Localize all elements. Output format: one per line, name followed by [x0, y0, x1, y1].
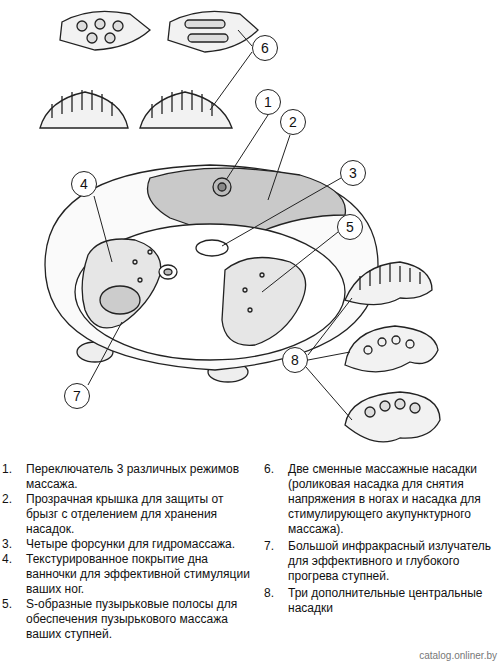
watermark: catalog.onliner.by [419, 650, 497, 661]
central-attachment [345, 392, 440, 442]
list-item: 7.Большой инфракрасный излучатель для эф… [264, 539, 498, 584]
item-number: 2. [2, 492, 26, 537]
callout-circle: 7 [64, 383, 90, 409]
callout-number: 6 [261, 41, 269, 55]
foot-spa-basin [45, 165, 378, 382]
leader-lines [88, 30, 352, 420]
central-attachment [345, 262, 432, 305]
item-text: Текстурированное покрытие дна ванночки д… [26, 552, 252, 597]
list-item: 4.Текстурированное покрытие дна ванночки… [2, 552, 252, 597]
list-item: 6.Две сменные массажные насадки (роликов… [264, 462, 498, 537]
callout-circle: 6 [252, 35, 278, 61]
callout-number: 7 [73, 389, 81, 403]
callout-circle: 5 [337, 214, 363, 240]
callout-number: 1 [264, 95, 272, 109]
item-number: 7. [264, 539, 288, 584]
callout-number: 5 [346, 220, 354, 234]
description-column: 1.Переключатель 3 различных режимов масс… [2, 462, 252, 642]
list-item: 8.Три дополнительные центральные насадки [264, 586, 498, 616]
list-item: 5.S-образные пузырьковые полосы для обес… [2, 597, 252, 642]
list-item: 3.Четыре форсунки для гидромассажа. [2, 537, 252, 552]
callout-circle: 3 [340, 160, 366, 186]
item-number: 8. [264, 586, 288, 616]
callout-circle: 4 [71, 171, 97, 197]
list-item: 1.Переключатель 3 различных режимов масс… [2, 462, 252, 492]
roller-attachment [168, 11, 258, 52]
callout-number: 4 [80, 177, 88, 191]
item-number: 3. [2, 537, 26, 552]
callout-number: 2 [289, 115, 297, 129]
acupuncture-attachment [40, 90, 128, 128]
item-number: 6. [264, 462, 288, 537]
item-text: Переключатель 3 различных режимов массаж… [26, 462, 252, 492]
item-text: S-образные пузырьковые полосы для обеспе… [26, 597, 252, 642]
roller-attachment [60, 11, 150, 50]
acupuncture-attachment [140, 90, 232, 128]
item-text: Две сменные массажные насадки (роликовая… [288, 462, 498, 537]
item-text: Четыре форсунки для гидромассажа. [26, 537, 252, 552]
item-number: 1. [2, 462, 26, 492]
item-text: Три дополнительные центральные насадки [288, 586, 498, 616]
callout-circle: 8 [282, 347, 308, 373]
item-text: Большой инфракрасный излучатель для эффе… [288, 539, 498, 584]
list-item: 2.Прозрачная крышка для защиты от брызг … [2, 492, 252, 537]
callout-number: 8 [291, 353, 299, 367]
central-attachment [345, 326, 438, 372]
description-column: 6.Две сменные массажные насадки (роликов… [264, 462, 498, 618]
item-number: 4. [2, 552, 26, 597]
item-text: Прозрачная крышка для защиты от брызг с … [26, 492, 252, 537]
callout-circle: 2 [280, 109, 306, 135]
callout-number: 3 [349, 166, 357, 180]
item-number: 5. [2, 597, 26, 642]
callout-circle: 1 [255, 89, 281, 115]
